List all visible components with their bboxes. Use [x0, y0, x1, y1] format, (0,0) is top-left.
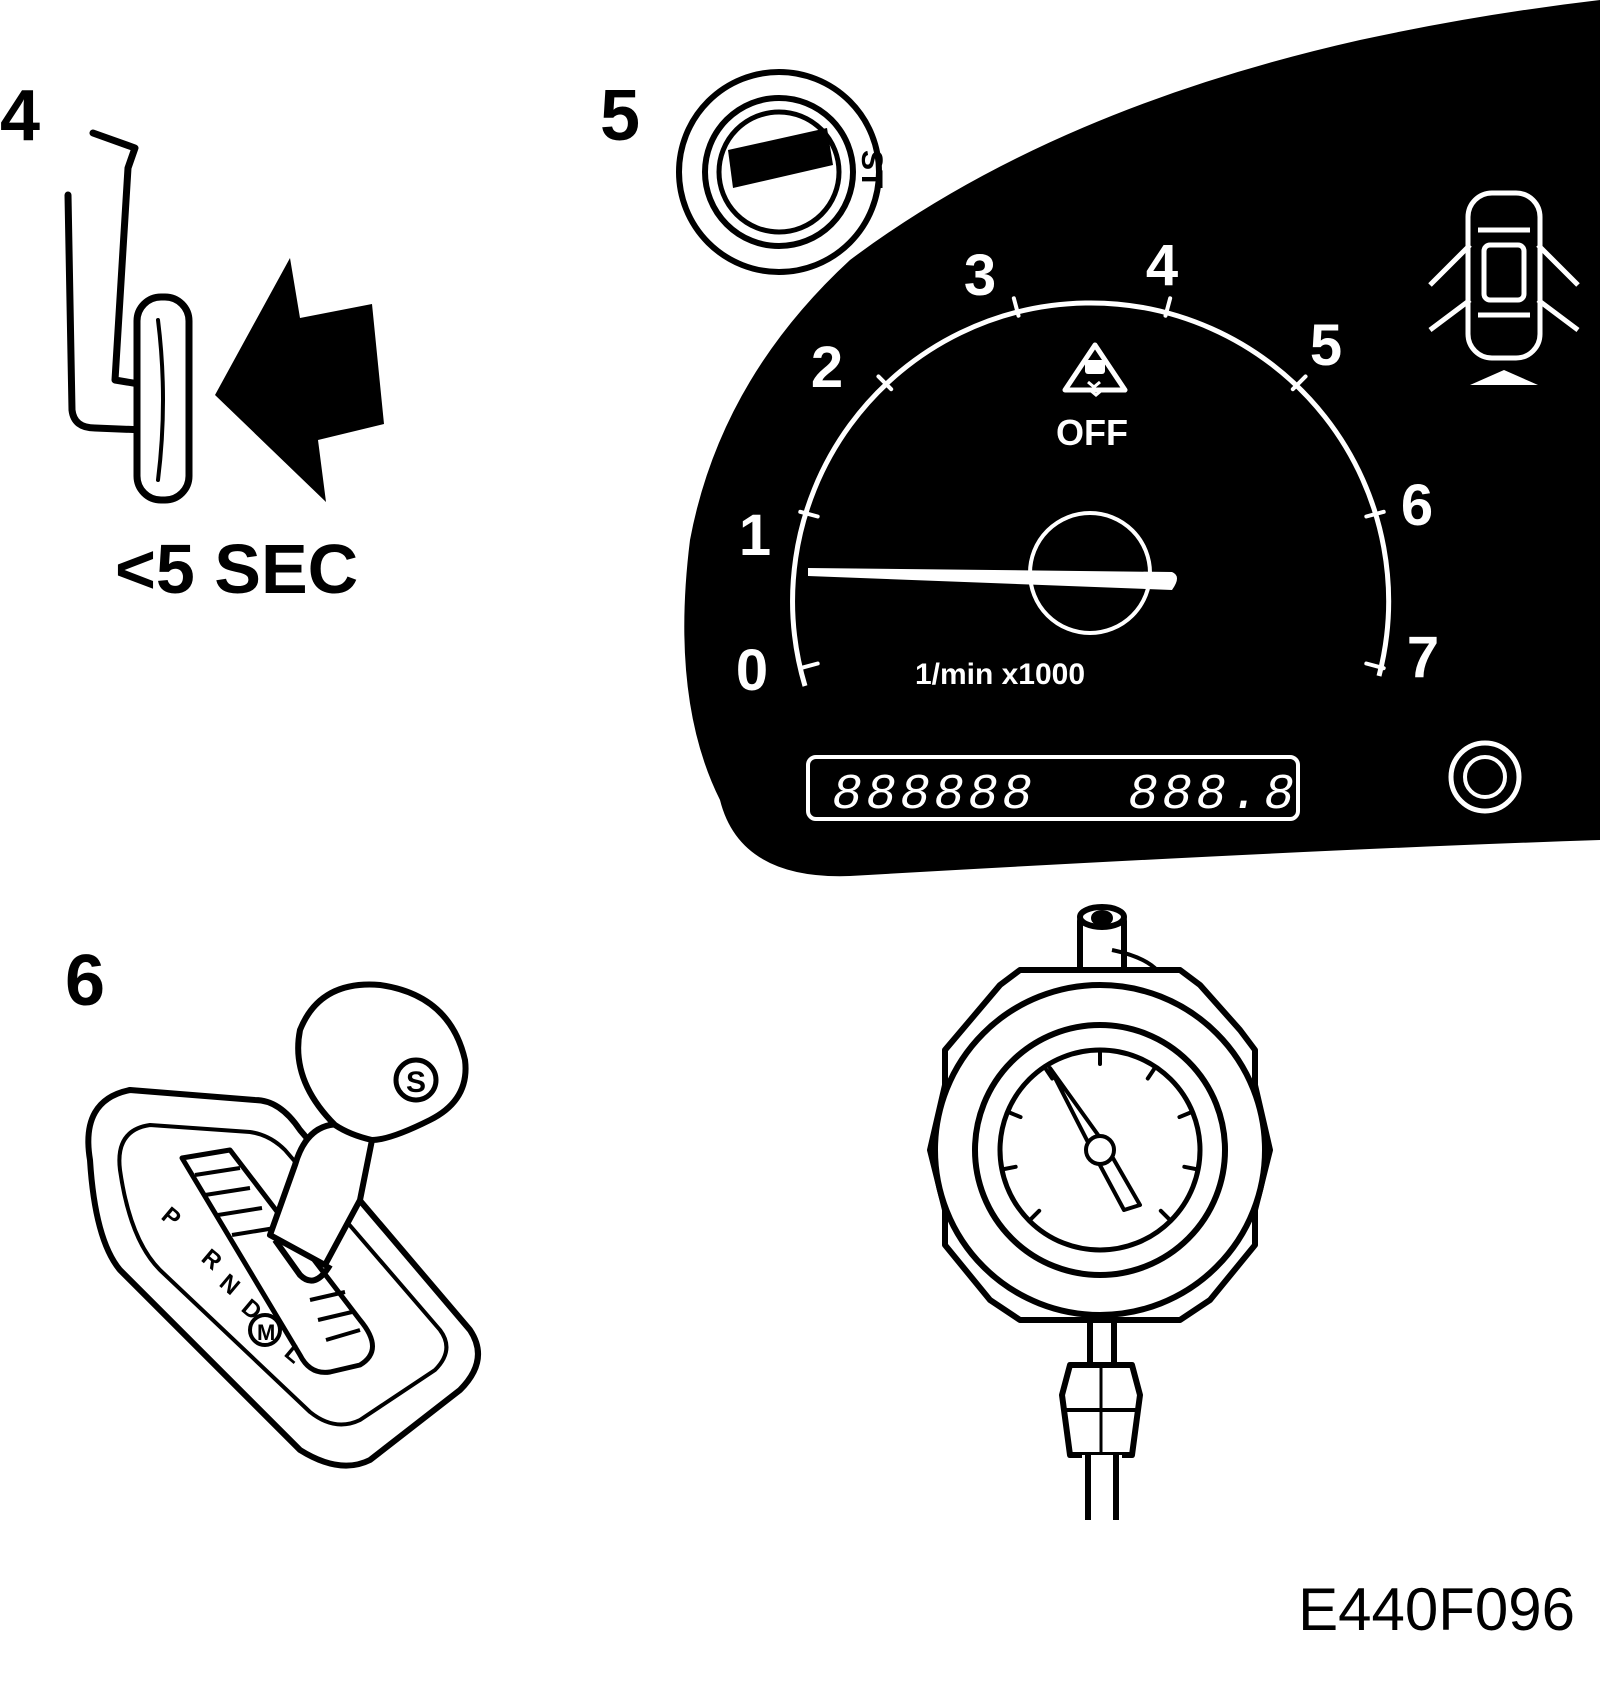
tach-tick: [798, 661, 820, 671]
odometer-value: 888888: [832, 767, 1036, 824]
figure-id: E440F096: [1298, 1576, 1575, 1643]
gauge-tick: [1182, 1164, 1201, 1172]
car-doors-open-icon: [1428, 190, 1580, 385]
traction-off-label: OFF: [1056, 412, 1128, 453]
gauge-tick: [1145, 1064, 1158, 1081]
tach-tick: [1290, 374, 1308, 392]
tach-tick: [1011, 296, 1021, 318]
tachometer: 0 1 2 3 4 5 6 7 1/min x1000: [736, 233, 1439, 703]
ignition-lock-icon: ST: [676, 69, 888, 275]
trip-reset-icon[interactable]: [1448, 740, 1522, 814]
tach-scale-6: 6: [1401, 473, 1433, 538]
brake-pedal-icon: [64, 129, 193, 504]
tach-scale-0: 0: [736, 638, 768, 703]
trip-value: 888.8: [1128, 767, 1298, 824]
gauge-tick: [1042, 1064, 1055, 1081]
cluster-panel: [684, 0, 1600, 877]
tach-scale-2: 2: [811, 335, 843, 400]
tach-tick: [1364, 509, 1386, 519]
step-6-number: 6: [65, 941, 105, 1021]
gauge-tick: [1005, 1109, 1023, 1120]
gear-position-m: M: [257, 1320, 275, 1345]
tach-scale-4: 4: [1146, 233, 1178, 298]
gauge-tick: [1027, 1208, 1042, 1223]
tach-tick: [1163, 296, 1173, 318]
step-5: 5 ST 0 1 2 3 4 5 6 7 1/min x1000: [600, 0, 1600, 877]
tach-tick: [1364, 661, 1386, 671]
tach-tick: [876, 374, 894, 392]
gauge-tick: [999, 1164, 1018, 1172]
step-4-number: 4: [0, 76, 40, 156]
tach-scale-3: 3: [964, 243, 996, 308]
step-5-number: 5: [600, 76, 640, 156]
gauge-tick: [1177, 1109, 1195, 1120]
tach-scale-7: 7: [1407, 625, 1439, 690]
gauge-tick: [1158, 1208, 1173, 1223]
tach-scale-5: 5: [1310, 313, 1342, 378]
arrow-icon: [215, 258, 384, 502]
tach-needle: [808, 568, 1177, 590]
ignition-st-label: ST: [855, 150, 888, 188]
gear-selector-icon: S: [85, 981, 481, 1469]
traction-control-off-icon: OFF: [1056, 342, 1128, 453]
tach-tick: [798, 509, 820, 519]
sport-button-label: S: [406, 1066, 426, 1099]
step-6: 6 S P R N D M L: [65, 941, 481, 1469]
pressure-gauge-icon: [927, 904, 1273, 1520]
odometer-display: 888888 888.8: [806, 755, 1300, 824]
fog-light-icon: [1305, 83, 1395, 144]
step-4-caption: <5 SEC: [115, 530, 358, 608]
step-4: 4 <5 SEC: [0, 76, 384, 608]
headlight-icon: [1458, 37, 1550, 103]
tach-scale-1: 1: [739, 503, 771, 568]
tach-unit: 1/min x1000: [915, 658, 1085, 691]
